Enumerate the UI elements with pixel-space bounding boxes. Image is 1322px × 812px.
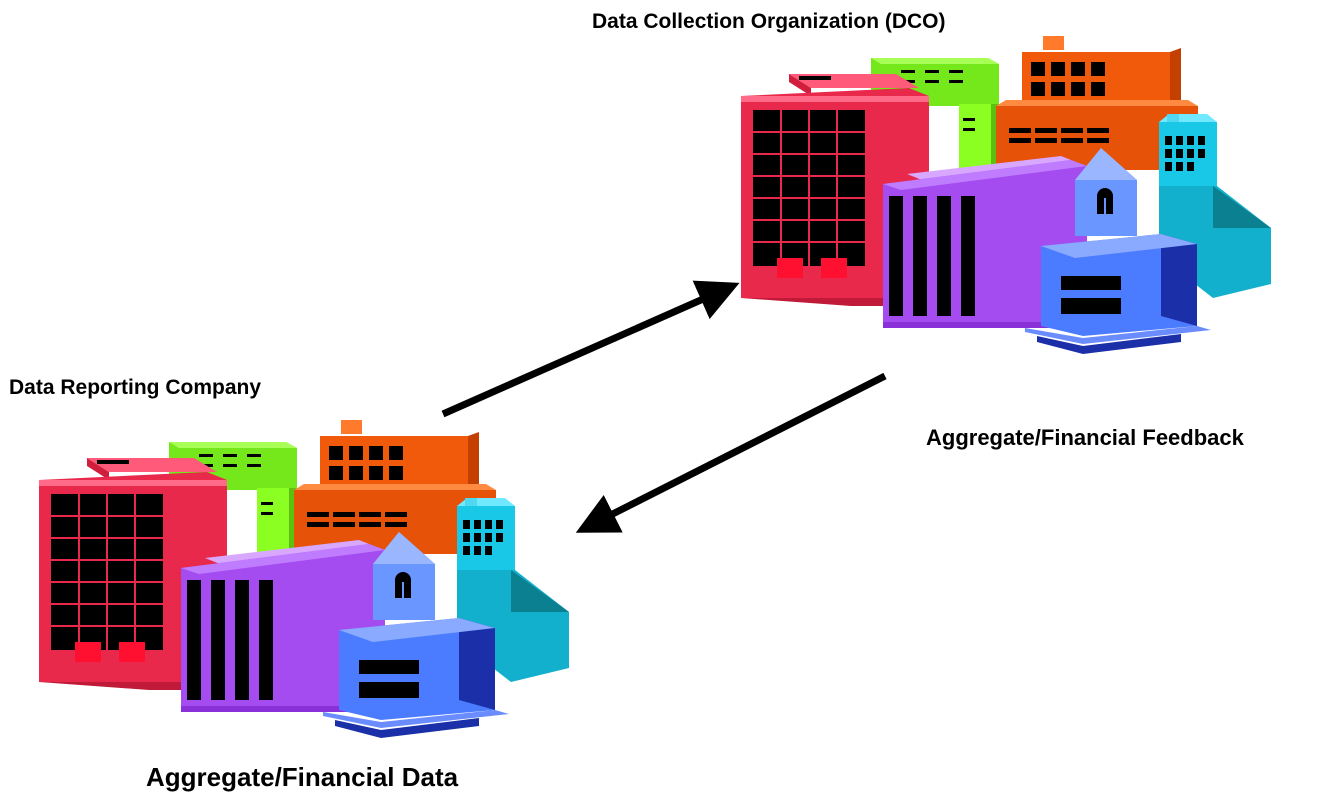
red-building xyxy=(741,74,929,306)
purple-building xyxy=(883,156,1087,328)
cyan-building xyxy=(457,498,569,682)
reporting-company-buildings-icon xyxy=(39,420,571,756)
dco-buildings-icon xyxy=(741,36,1273,372)
reporting-company-label: Data Reporting Company xyxy=(9,376,262,399)
blue-building xyxy=(1025,148,1211,354)
purple-building xyxy=(181,540,385,712)
dco-label: Data Collection Organization (DCO) xyxy=(592,10,946,33)
data-label: Aggregate/Financial Data xyxy=(146,762,459,792)
orange-building xyxy=(294,420,496,554)
feedback-label: Aggregate/Financial Feedback xyxy=(926,425,1244,450)
data-flow-arrow xyxy=(441,280,740,418)
red-building xyxy=(39,458,227,690)
feedback-flow-arrow xyxy=(575,372,887,533)
blue-building xyxy=(323,532,509,738)
orange-building xyxy=(996,36,1198,170)
